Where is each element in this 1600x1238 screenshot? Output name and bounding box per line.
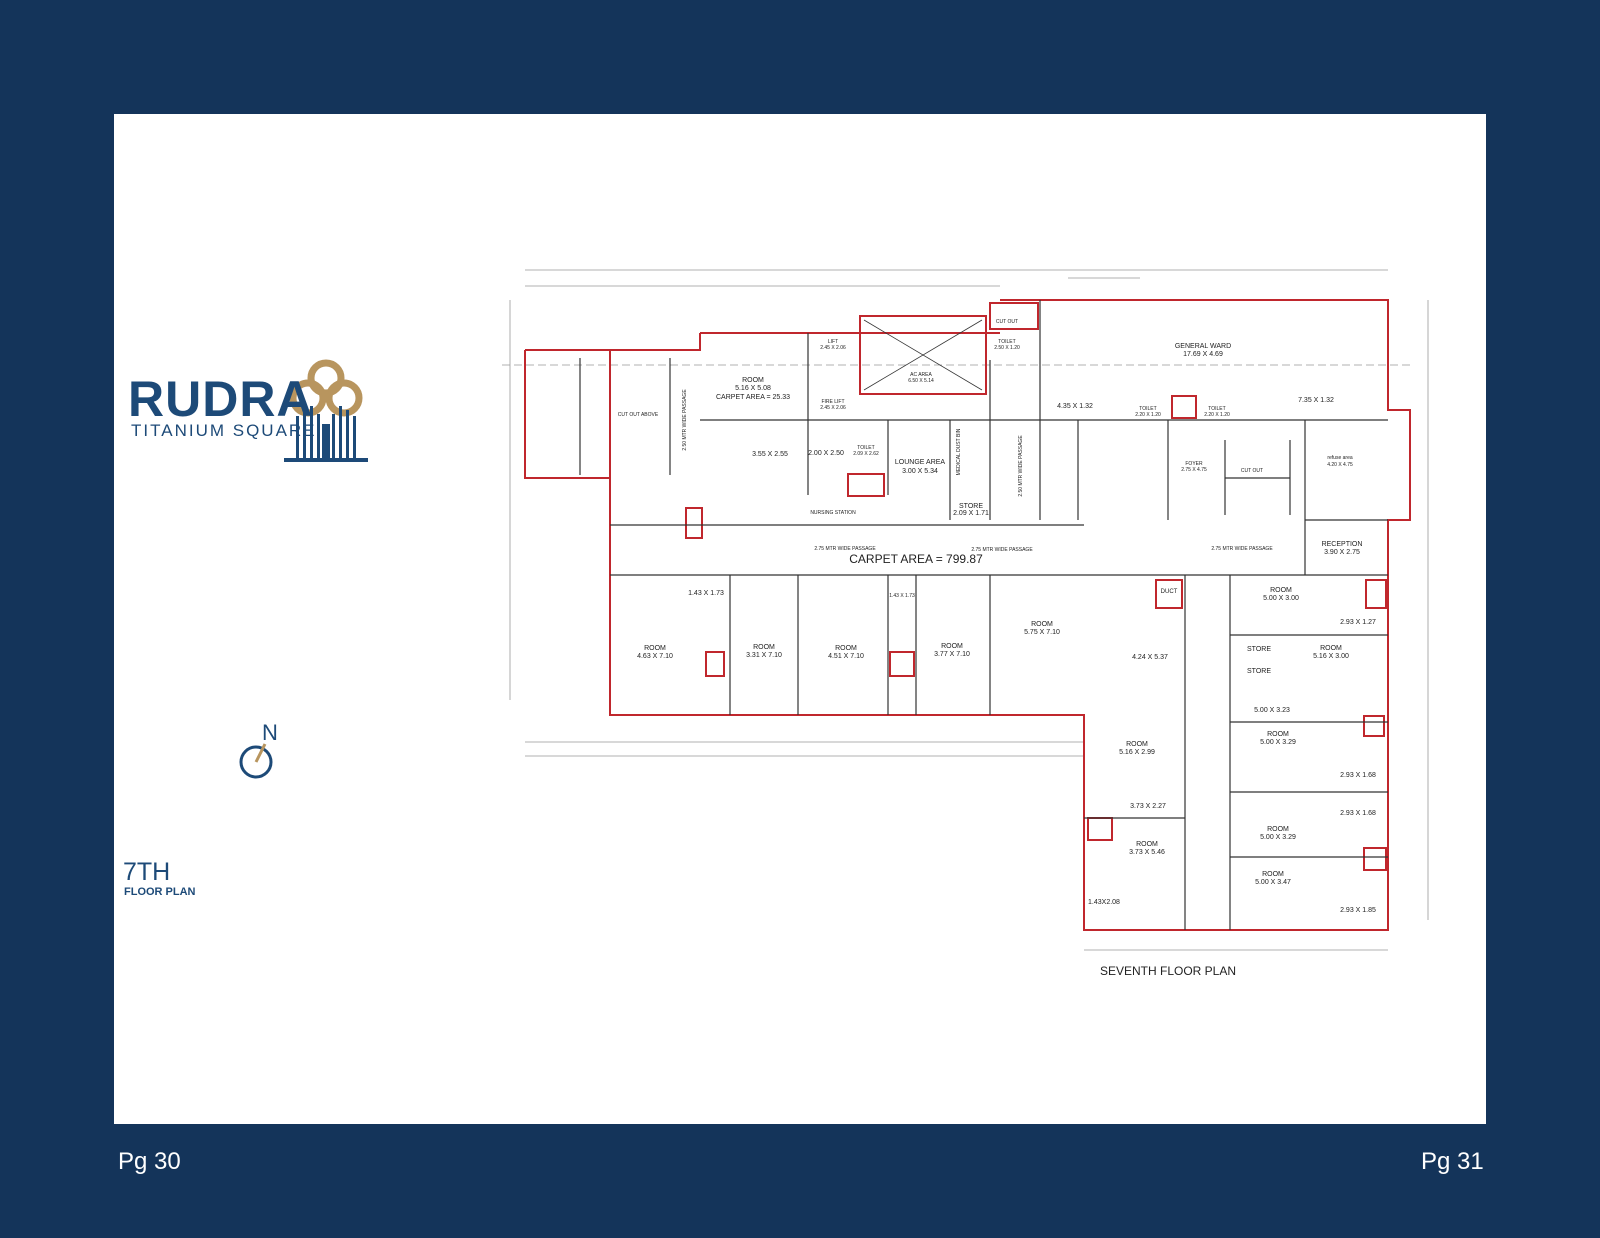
plan-label: 5.16 X 3.00 — [1313, 653, 1349, 660]
plan-label: 3.77 X 7.10 — [934, 651, 970, 658]
plan-label: CARPET AREA = 25.33 — [716, 394, 790, 401]
plan-label: 2.75 MTR WIDE PASSAGE — [814, 546, 876, 552]
plan-label: FIRE LIFT — [821, 399, 844, 405]
plan-label: ROOM — [1320, 645, 1342, 652]
plan-label: ROOM — [1262, 871, 1284, 878]
plan-label: LOUNGE AREA — [895, 459, 946, 466]
plan-label: 6.50 X 5.14 — [908, 378, 934, 384]
plan-label: STORE — [1247, 668, 1271, 675]
plan-label: ROOM — [1031, 621, 1053, 628]
plan-label: 2.45 X 2.06 — [820, 405, 846, 411]
plan-label: 2.93 X 1.68 — [1340, 772, 1376, 779]
plan-label: 4.51 X 7.10 — [828, 653, 864, 660]
plan-label: ROOM — [1267, 731, 1289, 738]
plan-label: 2.93 X 1.85 — [1340, 907, 1376, 914]
plan-label: ROOM — [941, 643, 963, 650]
plan-label: STORE — [959, 503, 983, 510]
plan-label: MEDICAL DUST BIN — [956, 428, 962, 475]
plan-label: 2.93 X 1.27 — [1340, 619, 1376, 626]
plan-label: TOILET — [857, 445, 874, 451]
plan-label: ROOM — [1270, 587, 1292, 594]
floor-subtitle: FLOOR PLAN — [124, 886, 196, 898]
plan-label: 2.75 MTR WIDE PASSAGE — [1211, 546, 1273, 552]
plan-label: 3.00 X 5.34 — [902, 468, 938, 475]
plan-label: DUCT — [1161, 589, 1178, 595]
plan-label: ROOM — [1126, 741, 1148, 748]
plan-label: refuse area — [1327, 455, 1353, 461]
plan-label: 5.00 X 3.29 — [1260, 834, 1296, 841]
page-number-right: Pg 31 — [1421, 1148, 1484, 1175]
plan-label: ROOM — [753, 644, 775, 651]
plan-label: 2.09 X 1.71 — [953, 510, 989, 517]
plan-label: 4.35 X 1.32 — [1057, 403, 1093, 410]
floor-title: 7TH — [123, 858, 171, 886]
plan-label: 17.69 X 4.69 — [1183, 351, 1223, 358]
plan-label: 1.43X2.08 — [1088, 899, 1120, 906]
page-number-left: Pg 30 — [118, 1148, 181, 1175]
rudra-logo-icon — [284, 359, 368, 462]
brand-name: RUDRA — [128, 371, 314, 427]
plan-label: 4.63 X 7.10 — [637, 653, 673, 660]
plan-label: RECEPTION — [1322, 541, 1363, 548]
plan-label: 3.31 X 7.10 — [746, 652, 782, 659]
plan-label: ROOM — [742, 377, 764, 384]
plan-sheet — [114, 114, 1486, 1124]
plan-label: GENERAL WARD — [1175, 343, 1231, 350]
plan-label: ROOM — [1267, 826, 1289, 833]
plan-caption: SEVENTH FLOOR PLAN — [1100, 964, 1236, 978]
compass-icon — [239, 743, 273, 779]
compass-label: N — [262, 720, 278, 744]
plan-label: ROOM — [1136, 841, 1158, 848]
plan-label: TOILET — [1139, 406, 1156, 412]
plan-label: TOILET — [998, 339, 1015, 345]
plan-label: CUT OUT ABOVE — [618, 412, 659, 418]
plan-label: 2.75 X 4.75 — [1181, 467, 1207, 473]
plan-label: 2.50 MTR WIDE PASSAGE — [682, 389, 688, 451]
plan-label: 2.00 X 2.50 — [808, 450, 844, 457]
plan-label: ROOM — [835, 645, 857, 652]
plan-label: FOYER — [1185, 461, 1203, 467]
plan-label: 2.93 X 1.68 — [1340, 810, 1376, 817]
plan-label: 3.73 X 5.46 — [1129, 849, 1165, 856]
plan-label: 4.20 X 4.75 — [1327, 462, 1353, 468]
plan-label: 2.50 MTR WIDE PASSAGE — [1018, 435, 1024, 497]
plan-label: 2.45 X 2.06 — [820, 345, 846, 351]
plan-label: 2.75 MTR WIDE PASSAGE — [971, 547, 1033, 553]
plan-label: 2.50 X 1.20 — [994, 345, 1020, 351]
plan-label: 5.00 X 3.47 — [1255, 879, 1291, 886]
plan-label: 5.00 X 3.23 — [1254, 707, 1290, 714]
plan-label: AC AREA — [910, 372, 932, 378]
plan-label: 4.24 X 5.37 — [1132, 654, 1168, 661]
carpet-area-total: CARPET AREA = 799.87 — [849, 552, 983, 566]
plan-label: 5.00 X 3.00 — [1263, 595, 1299, 602]
plan-label: CUT OUT — [1241, 468, 1263, 474]
plan-label: TOILET — [1208, 406, 1225, 412]
plan-label: ROOM — [644, 645, 666, 652]
plan-label: NURSING STATION — [810, 510, 856, 516]
plan-label: 5.16 X 5.08 — [735, 385, 771, 392]
brand-tagline: TITANIUM SQUARE — [131, 421, 317, 440]
plan-label: 1.43 X 1.73 — [889, 593, 915, 599]
plan-label: 3.90 X 2.75 — [1324, 549, 1360, 556]
plan-label: 2.20 X 1.20 — [1135, 412, 1161, 418]
plan-label: LIFT — [828, 339, 838, 345]
plan-label: 3.55 X 2.55 — [752, 451, 788, 458]
plan-label: 7.35 X 1.32 — [1298, 397, 1334, 404]
plan-label: STORE — [1247, 646, 1271, 653]
plan-label: N — [262, 720, 278, 744]
plan-label: 3.73 X 2.27 — [1130, 803, 1166, 810]
plan-label: 1.43 X 1.73 — [688, 590, 724, 597]
plan-label: 2.20 X 1.20 — [1204, 412, 1230, 418]
plan-label: 5.00 X 3.29 — [1260, 739, 1296, 746]
plan-label: 2.09 X 2.62 — [853, 451, 879, 457]
plan-label: 5.16 X 2.99 — [1119, 749, 1155, 756]
plan-label: 5.75 X 7.10 — [1024, 629, 1060, 636]
plan-label: CUT OUT — [996, 319, 1018, 325]
